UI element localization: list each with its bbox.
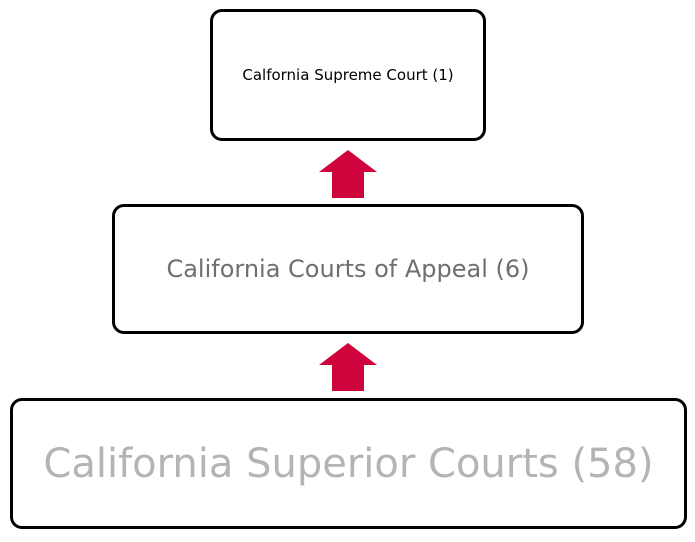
courts-of-appeal-label: California Courts of Appeal (6) <box>166 255 530 283</box>
courts-of-appeal-box: California Courts of Appeal (6) <box>112 204 584 334</box>
up-arrow-icon <box>319 150 377 198</box>
supreme-court-label: Calfornia Supreme Court (1) <box>242 66 454 84</box>
arrow-shape <box>319 150 377 198</box>
supreme-court-box: Calfornia Supreme Court (1) <box>210 9 486 141</box>
superior-courts-label: California Superior Courts (58) <box>43 440 654 487</box>
arrow-shape <box>319 343 377 391</box>
up-arrow-icon <box>319 343 377 391</box>
superior-courts-box: California Superior Courts (58) <box>10 398 687 529</box>
